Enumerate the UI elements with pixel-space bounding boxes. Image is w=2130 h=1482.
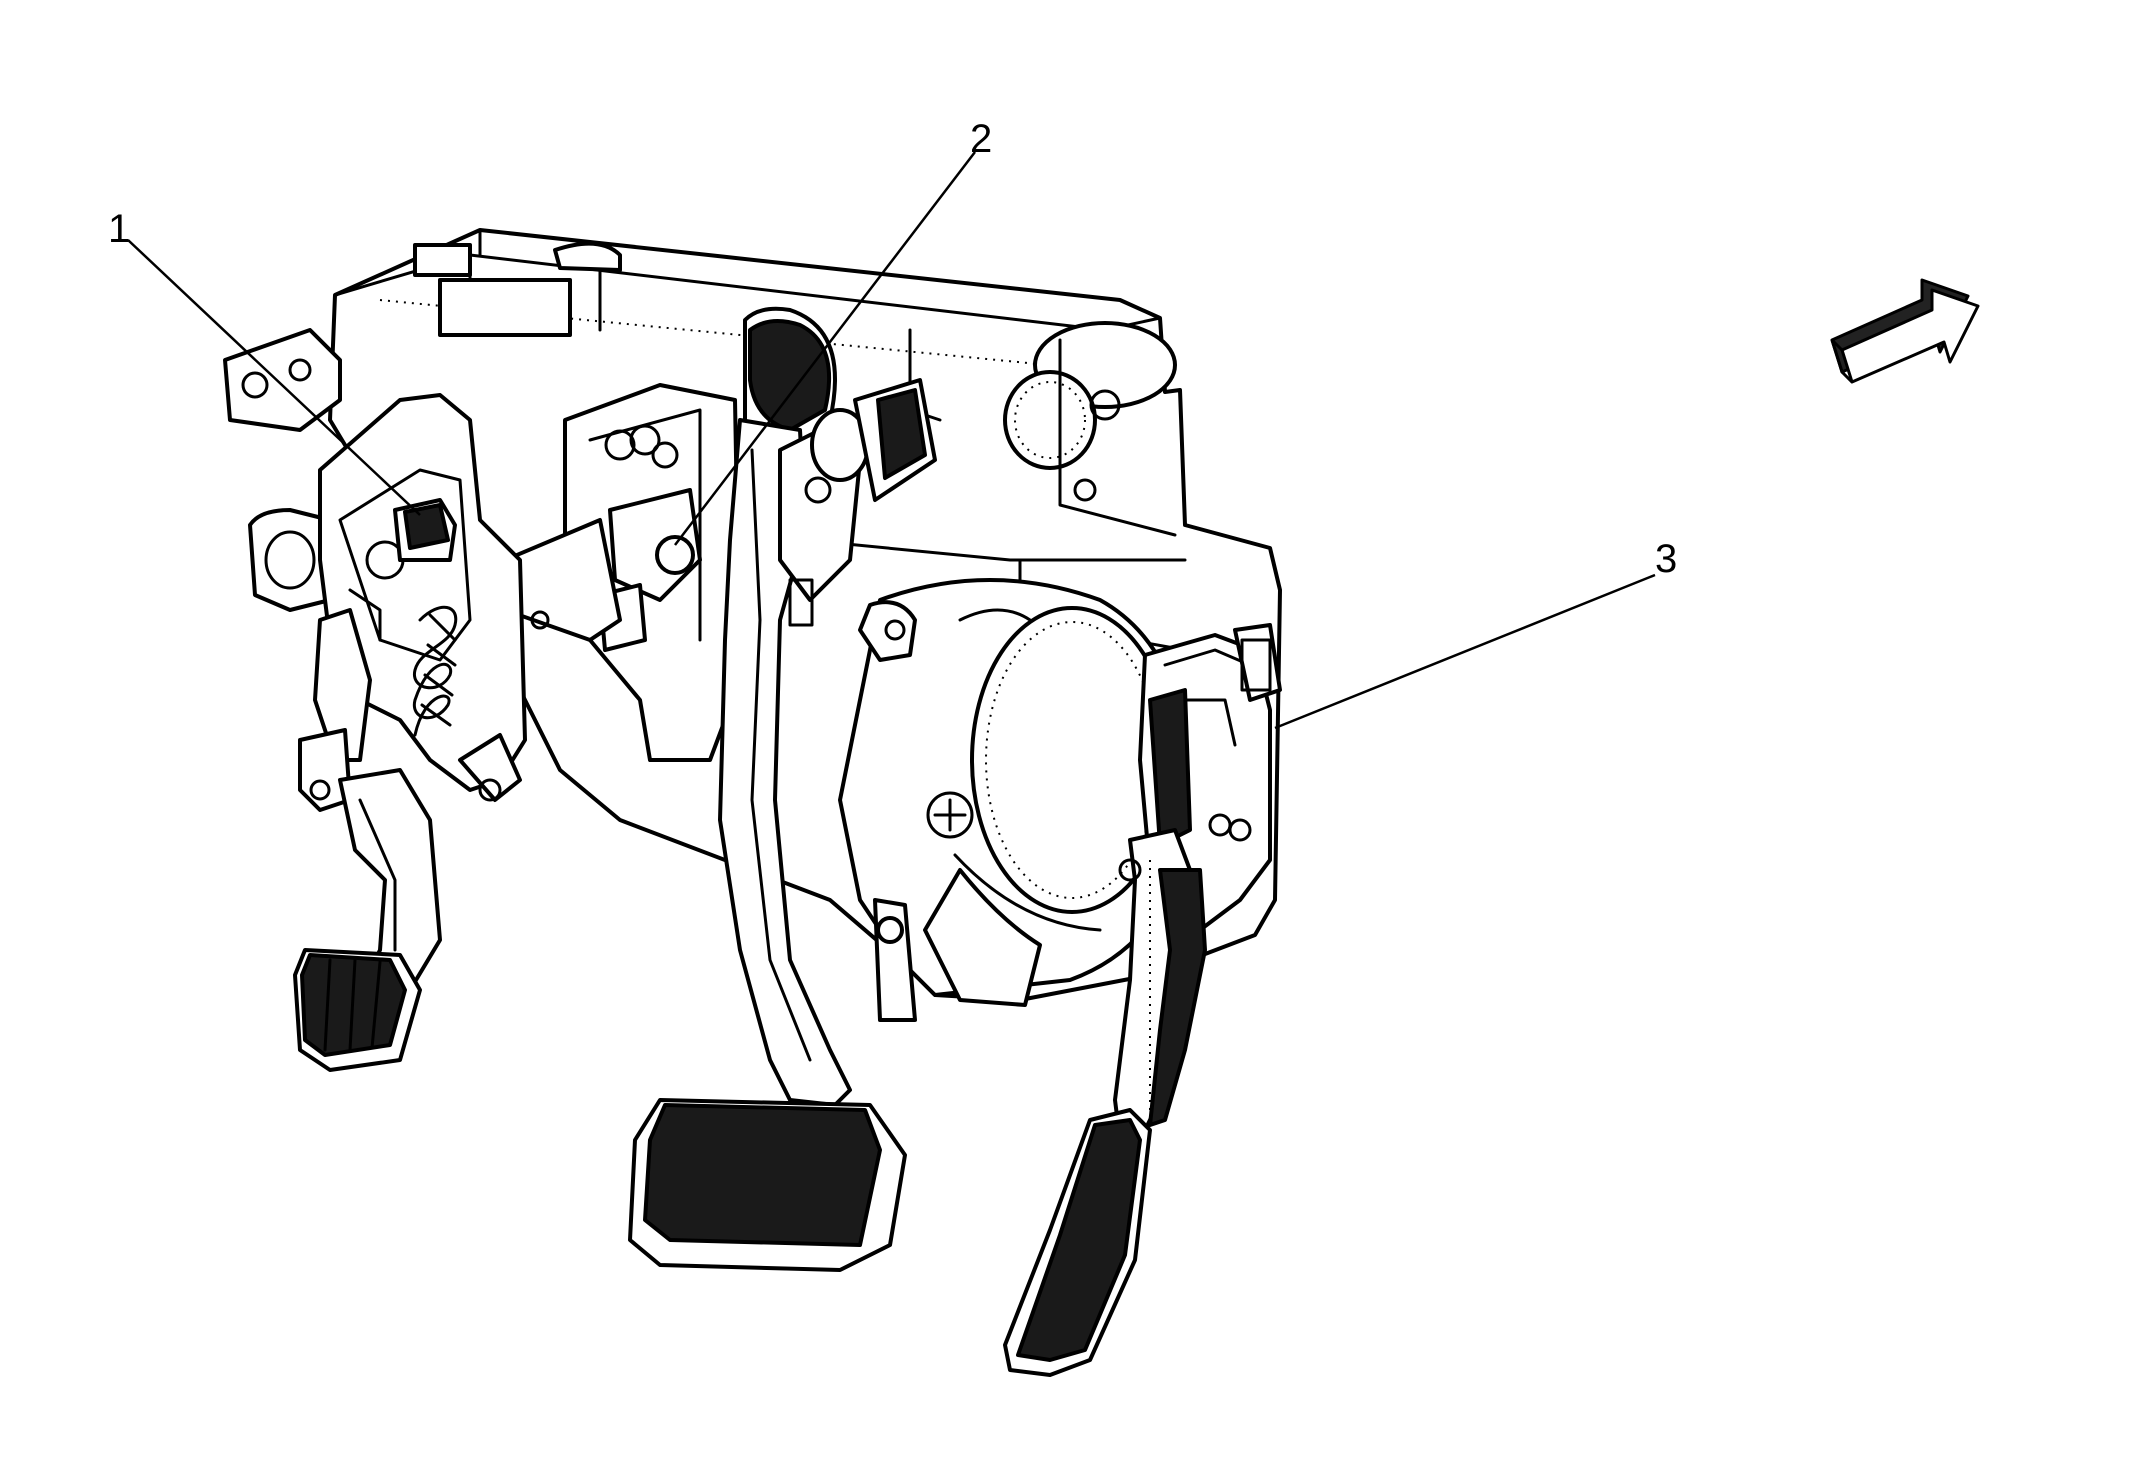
leader-lines (127, 151, 1656, 730)
leader-line-3 (1274, 573, 1656, 730)
leader-line-1 (127, 239, 421, 516)
left-pedal-assembly (223, 328, 527, 1072)
leader-line-2 (674, 151, 976, 546)
direction-arrow-icon (1830, 278, 1980, 384)
return-spring (412, 605, 458, 737)
callout-1: 1 (108, 207, 130, 251)
callout-2: 2 (970, 117, 992, 161)
column-opening (838, 578, 1192, 1022)
callout-3: 3 (1655, 537, 1677, 581)
accelerator-pedal (1003, 623, 1282, 1377)
brake-pedal (503, 306, 937, 1272)
